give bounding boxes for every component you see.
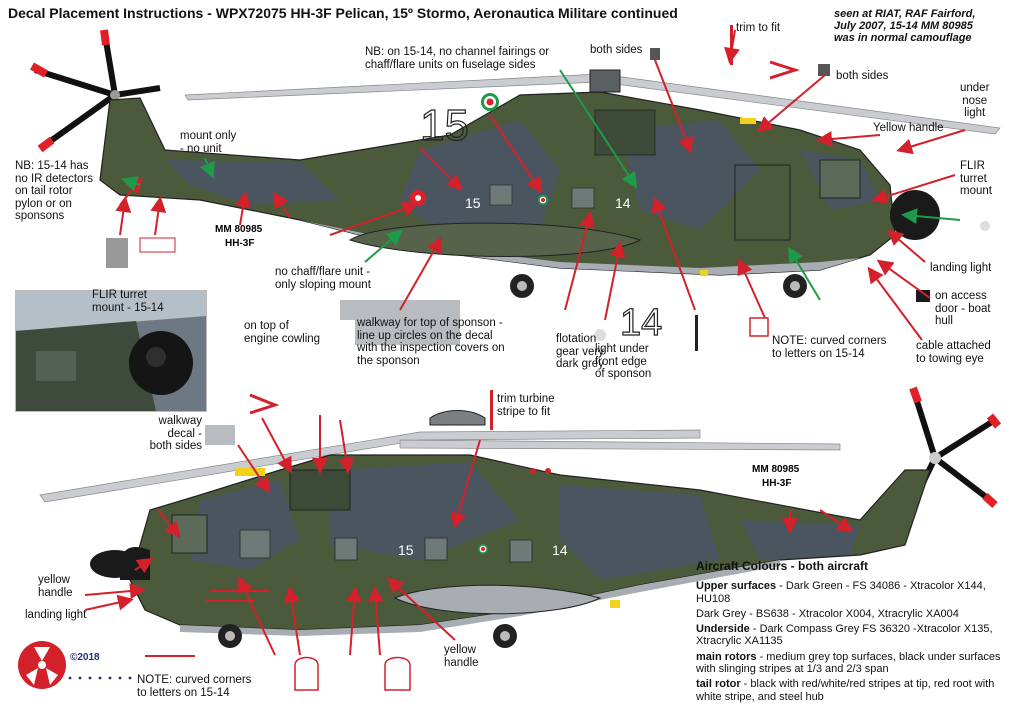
landing-light-decal bbox=[980, 221, 990, 231]
type-bottom: HH-3F bbox=[762, 478, 791, 489]
note-curved-label-top: NOTE: curved corners to letters on 15-14 bbox=[772, 335, 887, 360]
walkway-sponson-label: walkway for top of sponson - line up cir… bbox=[357, 317, 505, 367]
colour-tail-rotor: tail rotor - black with red/white/red st… bbox=[696, 678, 995, 703]
top-green-arrows bbox=[121, 69, 961, 301]
decal-grid-1 bbox=[650, 48, 660, 60]
walkway-decal-label: walkway decal - both sides bbox=[149, 415, 202, 452]
cable-label: cable attached to towing eye bbox=[916, 340, 991, 365]
serial-top: MM 80985 bbox=[215, 224, 263, 235]
code-15-bottom: 15 bbox=[398, 542, 414, 558]
colours-panel: Aircraft Colours - both aircraft Upper s… bbox=[696, 560, 1016, 706]
landing-light-label-top: landing light bbox=[930, 262, 992, 274]
note-curved-label-bottom: NOTE: curved corners to letters on 15-14 bbox=[137, 674, 252, 699]
colour-main-rotors: main rotors - medium grey top surfaces, … bbox=[696, 650, 1001, 676]
page-title: Decal Placement Instructions - WPX72075 … bbox=[8, 5, 678, 21]
yellow-handle-label-left: yellow handle bbox=[38, 574, 73, 599]
main-rotor-blade-bottom bbox=[39, 429, 701, 503]
trim-turbine-label: trim turbine stripe to fit bbox=[497, 393, 555, 418]
bottom-arrows bbox=[84, 415, 854, 656]
flir-mount-label: FLIR turret mount bbox=[960, 160, 992, 197]
walkway-sponson-decal bbox=[340, 300, 460, 345]
dotted-line-decoration bbox=[68, 676, 132, 680]
light-under-label: light under front edge of sponson bbox=[595, 343, 652, 380]
colour-upper: Upper surfaces - Dark Green - FS 34086 -… bbox=[696, 580, 986, 605]
walkway-decal-swatch bbox=[205, 425, 235, 445]
tail-rotor-top bbox=[30, 29, 161, 153]
engine-cowling-label: on top of engine cowling bbox=[244, 320, 321, 345]
flir-photo bbox=[15, 290, 207, 412]
code-15-top: 15 bbox=[465, 195, 481, 211]
tail-panel-decal bbox=[106, 238, 128, 268]
access-door-decal bbox=[916, 290, 930, 302]
big-code-15: 15 bbox=[420, 101, 469, 150]
no-chaff-label: no chaff/flare unit - only sloping mount bbox=[275, 266, 371, 291]
both-sides-label-1: both sides bbox=[590, 44, 643, 56]
access-door-label: on access door - boat hull bbox=[935, 290, 991, 327]
curved-letter-1 bbox=[294, 656, 319, 691]
under-nose-light-label: under nose light bbox=[960, 82, 990, 119]
decal-row-dots bbox=[145, 590, 270, 657]
flotation-stripe bbox=[695, 315, 698, 351]
yellow-handle-label-top: Yellow handle bbox=[873, 122, 944, 134]
both-sides-label-2: both sides bbox=[836, 70, 889, 82]
decal-grid-2 bbox=[818, 64, 830, 76]
flotation-label: flotation gear very dark grey bbox=[556, 333, 604, 370]
nb-ir-label: NB: 15-14 has no IR detectors on tail ro… bbox=[15, 160, 93, 222]
chevron-decal bbox=[769, 60, 800, 80]
trim-to-fit-label: trim to fit bbox=[736, 22, 781, 34]
code-14-bottom: 14 bbox=[552, 542, 568, 558]
flir-photo-label: FLIR turret mount - 15-14 bbox=[92, 289, 164, 314]
turbine-stripe-decal bbox=[490, 390, 493, 430]
seen-note: seen at RIAT, RAF Fairford, July 2007, 1… bbox=[834, 8, 976, 44]
serial-bottom: MM 80985 bbox=[752, 464, 800, 475]
logo-icon bbox=[18, 641, 66, 689]
bottom-helicopter bbox=[39, 386, 1002, 648]
landing-light-label-bottom: landing light bbox=[25, 609, 87, 621]
colour-underside: Underside - Dark Compass Grey FS 36320 -… bbox=[696, 623, 993, 648]
yellow-handle-label-bottom: yellow handle bbox=[444, 644, 479, 669]
mount-only-label: mount only - no unit bbox=[180, 130, 237, 155]
colour-dark-grey: Dark Grey - BS638 - Xtracolor X004, Xtra… bbox=[696, 607, 959, 620]
curved-letter-2 bbox=[384, 656, 411, 691]
nb-fairings-label: NB: on 15-14, no channel fairings or cha… bbox=[365, 46, 550, 71]
code-14-top: 14 bbox=[615, 195, 631, 211]
red-square-decal bbox=[749, 317, 769, 337]
colours-heading: Aircraft Colours - both aircraft bbox=[696, 559, 869, 573]
big-code-14: 14 bbox=[620, 302, 662, 344]
type-top: HH-3F bbox=[225, 238, 254, 249]
copyright: ©2018 bbox=[70, 652, 100, 663]
chevron-decal-bottom bbox=[249, 393, 280, 415]
light-decal bbox=[594, 329, 606, 341]
tail-warning-decal bbox=[139, 237, 176, 253]
